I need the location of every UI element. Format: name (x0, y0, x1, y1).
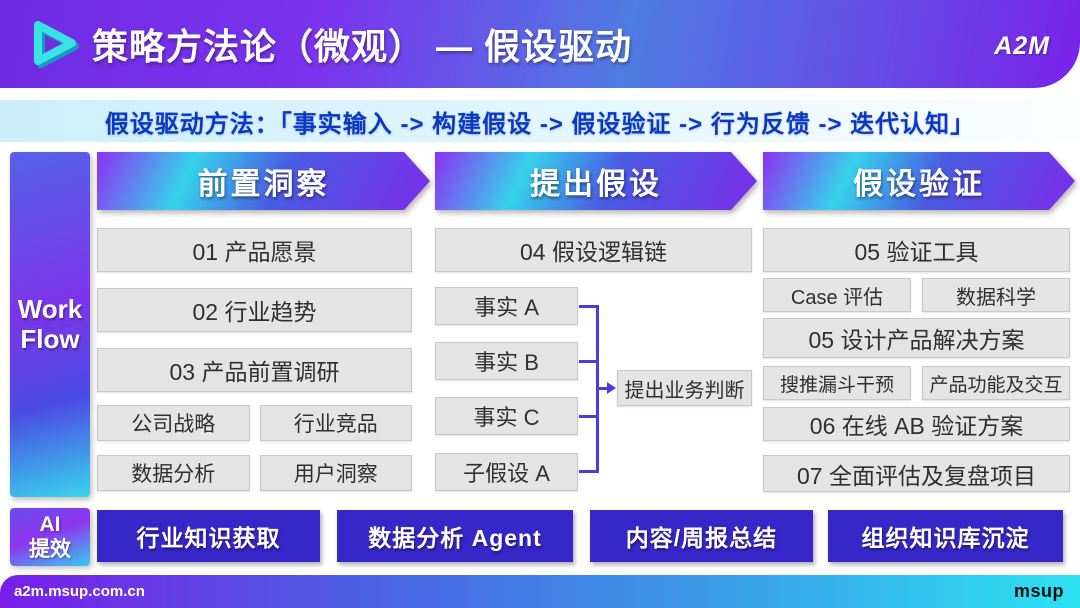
arrow-right-icon (607, 382, 616, 394)
sub-item-row: 搜推漏斗干预 产品功能及交互 (763, 366, 1070, 400)
ai-button-knowledge-base: 组织知识库沉淀 (828, 510, 1063, 562)
connector-line (579, 360, 597, 363)
stage-header-hypothesis: 提出假设 (435, 152, 757, 210)
stage-header-validation: 假设验证 (763, 152, 1075, 210)
sub-item-row: Case 评估 数据科学 (763, 278, 1070, 312)
page-title: 策略方法论（微观） — 假设驱动 (92, 26, 633, 67)
business-judgment-box: 提出业务判断 (617, 370, 752, 406)
fact-box: 事实 C (435, 397, 578, 435)
stage-item: 05 验证工具 (763, 228, 1070, 272)
sub-item-row: 公司战略 行业竞品 (97, 405, 412, 441)
stage-item: 06 在线 AB 验证方案 (763, 407, 1070, 441)
connector-line (579, 470, 597, 473)
stage-item: 01 产品愿景 (97, 228, 412, 272)
ai-badge-line1: AI (39, 512, 61, 536)
sub-item: 产品功能及交互 (922, 366, 1070, 400)
fact-box: 事实 B (435, 342, 578, 380)
footer: a2m.msup.com.cn msup (0, 575, 1080, 608)
column-insight: 01 产品愿景 02 行业趋势 03 产品前置调研 公司战略 行业竞品 数据分析… (97, 228, 412, 491)
sub-item: 搜推漏斗干预 (763, 366, 911, 400)
stage-item: 05 设计产品解决方案 (763, 318, 1070, 358)
fact-box: 事实 A (435, 287, 578, 325)
ai-button-industry-knowledge: 行业知识获取 (97, 510, 320, 562)
stage-item: 04 假设逻辑链 (435, 228, 752, 272)
msup-logo: msup (1013, 581, 1064, 601)
ai-badge-line2: 提效 (29, 538, 71, 561)
ai-button-report-summary: 内容/周报总结 (590, 510, 813, 562)
sub-item: 行业竞品 (259, 405, 412, 441)
header: 策略方法论（微观） — 假设驱动 A2M (0, 0, 1080, 88)
fact-box: 子假设 A (435, 453, 578, 491)
connector-line (579, 415, 597, 418)
method-banner: 假设驱动方法：「事实输入 -> 构建假设 -> 假设验证 -> 行为反馈 -> … (0, 100, 1080, 142)
ai-badge: AI 提效 (10, 508, 90, 566)
connector-line (596, 387, 609, 390)
stage-header-insight: 前置洞察 (97, 152, 430, 210)
ai-button-data-agent: 数据分析 Agent (337, 510, 573, 562)
connector-line (579, 305, 597, 308)
sub-item-row: 数据分析 用户洞察 (97, 455, 412, 491)
sub-item: 数据分析 (97, 455, 250, 491)
site-url: a2m.msup.com.cn (14, 583, 145, 600)
stage-item: 02 行业趋势 (97, 288, 412, 332)
sub-item: 公司战略 (97, 405, 250, 441)
workflow-sidebar: Work Flow (10, 152, 90, 497)
a2m-logo: A2M (994, 32, 1050, 60)
sub-item: 用户洞察 (259, 455, 412, 491)
column-validation: 05 验证工具 Case 评估 数据科学 05 设计产品解决方案 搜推漏斗干预 … (763, 228, 1070, 492)
sub-item: Case 评估 (763, 278, 911, 312)
workflow-sidebar-label: Work Flow (17, 293, 83, 354)
stage-header-validation-label: 假设验证 (763, 152, 1075, 210)
stage-header-insight-label: 前置洞察 (97, 152, 430, 210)
stage-item: 03 产品前置调研 (97, 348, 412, 392)
stage-item: 07 全面评估及复盘项目 (763, 455, 1070, 492)
stage-header-hypothesis-label: 提出假设 (435, 152, 757, 210)
sub-item: 数据科学 (922, 278, 1070, 312)
play-triangle-icon (28, 17, 84, 76)
